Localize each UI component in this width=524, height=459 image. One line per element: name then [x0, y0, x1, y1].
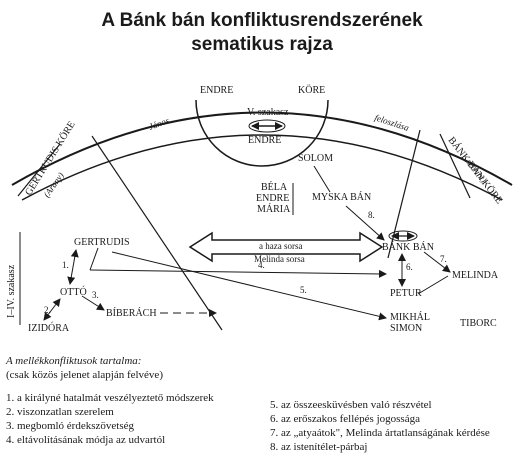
- edge-5: [111, 251, 387, 321]
- edge-3: [81, 295, 105, 311]
- legend-item: 5. az összeesküvésben való részvétel: [270, 399, 432, 411]
- endre-inner-arrow-oval: [248, 119, 286, 133]
- endre-inner-circle: [195, 99, 329, 167]
- edge-4-link: [89, 247, 99, 271]
- section-v-label: V. szakasz: [247, 107, 289, 118]
- edge-number-4: 4.: [258, 260, 265, 270]
- node-maria: MÁRIA: [257, 203, 291, 215]
- edge-7: [423, 251, 451, 273]
- edge-number-3: 3.: [92, 290, 99, 300]
- edge-number-1: 1.: [62, 260, 69, 270]
- bank-ban-arrow-oval: [388, 230, 418, 242]
- edge-2: [43, 298, 61, 321]
- legend-item: 3. megbomló érdekszövetség: [6, 420, 134, 432]
- legend-item: 4. eltávolításának módja az udvartól: [6, 434, 166, 446]
- edge-number-5: 5.: [300, 285, 307, 295]
- feloszlasa-label: feloszlása: [373, 112, 410, 133]
- node-mikhal: MIKHÁL: [390, 311, 430, 323]
- legend-item: 8. az istenítélet-párbaj: [270, 441, 368, 453]
- edge-number-6: 6.: [406, 262, 413, 272]
- node-otto: OTTÓ: [60, 286, 87, 298]
- big-arrow-label-1: a haza sorsa: [259, 241, 302, 251]
- node-melinda: MELINDA: [452, 270, 499, 281]
- edge-number-7: 7.: [440, 254, 447, 264]
- outer-circle-arc: [11, 111, 513, 186]
- legend-item: 2. viszonzatlan szerelem: [6, 406, 114, 418]
- edge-number-8: 8.: [368, 210, 375, 220]
- legend-heading: A mellékkonfliktusok tartalma:: [6, 355, 142, 367]
- divider-left: [91, 135, 223, 331]
- endre-kore-suffix: KÖRE: [298, 84, 325, 96]
- divider-outer-left: [17, 143, 61, 197]
- edge-number-2: 2.: [44, 305, 51, 315]
- node-solom: SOLOM: [298, 153, 333, 164]
- page-title: A Bánk bán konfliktusrendszerének: [101, 10, 423, 31]
- divider-outer-right: [439, 133, 471, 199]
- legend-subheading: (csak közös jelenet alapján felvéve): [6, 369, 163, 381]
- node-simon: SIMON: [390, 323, 422, 334]
- edge-8: [345, 205, 385, 241]
- inner-circle-arc: [21, 134, 503, 201]
- node-bank-ban: BÁNK BÁN: [382, 241, 434, 253]
- legend-item: 6. az erőszakos fellépés jogossága: [270, 413, 420, 425]
- node-izidora: IZIDÓRA: [28, 322, 70, 334]
- node-gertrudis: GERTRUDIS: [74, 237, 130, 248]
- edge-petur-melinda: [417, 275, 449, 295]
- node-bela: BÉLA: [261, 181, 288, 193]
- legend-item: 1. a királyné hatalmát veszélyeztető mód…: [6, 392, 214, 404]
- legend-item: 7. az „atyaátok", Melinda ártatlanságána…: [270, 427, 490, 439]
- node-petur: PETUR: [390, 288, 422, 299]
- node-biberach: BÍBERÁCH: [106, 307, 157, 319]
- big-double-arrow: [188, 231, 384, 263]
- endre-kore-label: ENDRE: [200, 85, 233, 96]
- edge-4: [89, 269, 387, 278]
- node-myska-ban: MYSKA BÁN: [312, 191, 371, 203]
- edge-1: [67, 249, 79, 285]
- big-arrow-label-2: Melinda sorsa: [254, 254, 305, 264]
- node-endre-inner: ENDRE: [248, 135, 281, 146]
- node-tiborc: TIBORC: [460, 318, 497, 329]
- section-iiv-label: I–IV. szakasz: [6, 264, 17, 318]
- edge-solom: [313, 165, 331, 193]
- node-endre: ENDRE: [256, 193, 289, 204]
- janos-label: János: [147, 115, 171, 132]
- page-subtitle: sematikus rajza: [191, 34, 333, 55]
